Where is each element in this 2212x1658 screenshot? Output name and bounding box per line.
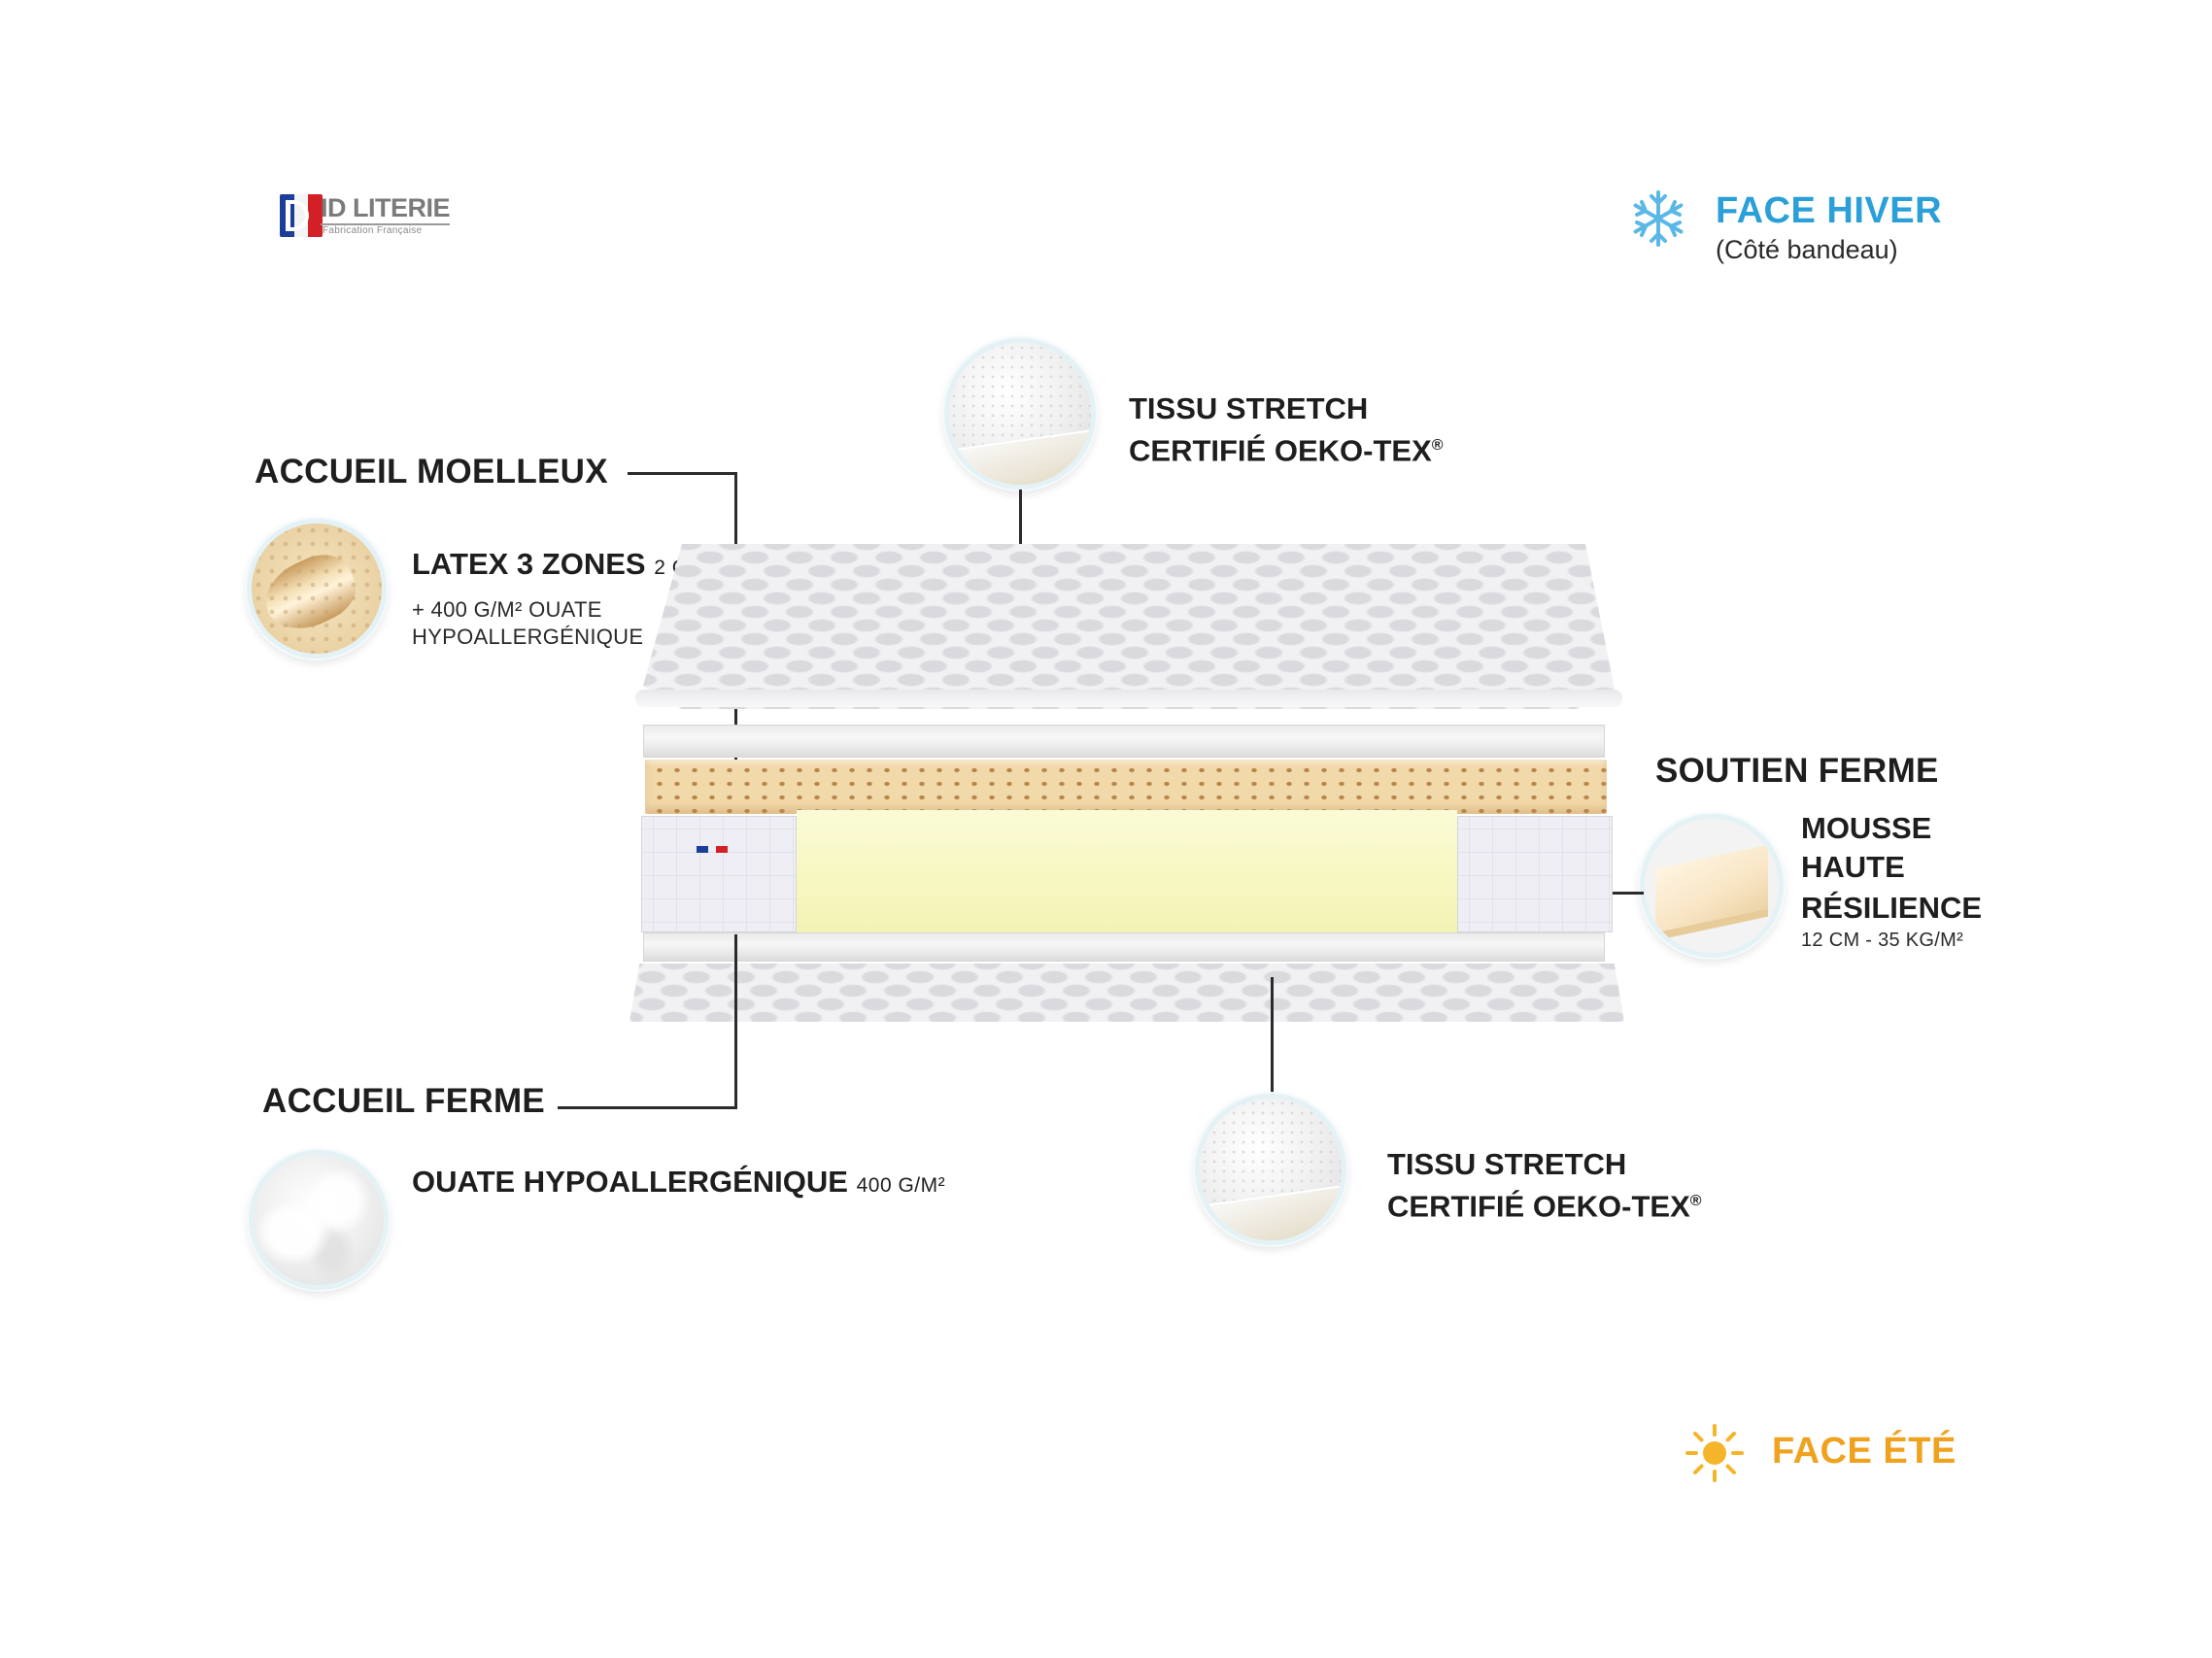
bottom-fabric-swatch: [1195, 1094, 1346, 1245]
bottom-fabric-label: TISSU STRETCH CERTIFIÉ OEKO-TEX®: [1387, 1147, 1702, 1224]
accueil-moelleux-leader-h: [628, 472, 736, 475]
brand-logo: ID LITERIE Fabrication Française: [280, 192, 464, 239]
accueil-moelleux-heading: ACCUEIL MOELLEUX: [255, 453, 608, 491]
flag-red-tag: [716, 846, 728, 853]
mattress-latex-layer: [645, 760, 1607, 814]
foam-swatch: [1640, 814, 1784, 958]
snowflake-icon: [1633, 190, 1684, 247]
winter-face-title: FACE HIVER: [1716, 190, 1943, 231]
summer-face-title: FACE ÉTÉ: [1772, 1431, 1957, 1472]
mattress-top-fiber-layer: [643, 725, 1605, 758]
latex-swatch: [247, 519, 387, 659]
foam-label: MOUSSE HAUTE RÉSILIENCE: [1801, 811, 1983, 925]
brand-name: ID LITERIE: [321, 192, 451, 225]
mattress-top-cover: [643, 544, 1615, 709]
soutien-ferme-heading: SOUTIEN FERME: [1655, 752, 1939, 790]
mattress-foam-core: [797, 810, 1457, 940]
accueil-ferme-leader-v: [734, 934, 737, 1109]
brand-tagline: Fabrication Française: [323, 225, 423, 236]
mattress-bottom-cover: [630, 964, 1624, 1022]
accueil-ferme-leader-h: [558, 1106, 737, 1109]
top-fabric-swatch: [944, 338, 1096, 490]
flag-blue-tag: [697, 846, 708, 853]
accueil-ferme-heading: ACCUEIL FERME: [262, 1082, 546, 1120]
sun-icon: [1685, 1424, 1744, 1482]
mattress-border-left: [641, 816, 797, 932]
mattress-cross-section: [622, 544, 1651, 1030]
mattress-border-right: [1457, 816, 1613, 932]
mattress-core: [641, 810, 1613, 940]
bottom-fabric-leader: [1271, 977, 1274, 1098]
french-flag-d-icon: [280, 194, 323, 237]
latex-note: + 400 G/M² OUATE HYPOALLERGÉNIQUE: [412, 597, 644, 649]
top-fabric-label: TISSU STRETCH CERTIFIÉ OEKO-TEX®: [1129, 391, 1444, 468]
winter-face-subtitle: (Côté bandeau): [1716, 235, 1898, 264]
foam-spec: 12 CM - 35 KG/M²: [1801, 930, 1964, 951]
fiber-label: OUATE HYPOALLERGÉNIQUE 400 G/M²: [412, 1165, 946, 1199]
mattress-top-cover-edge: [635, 690, 1622, 707]
fiber-swatch: [249, 1150, 389, 1290]
mattress-bottom-fiber-layer: [643, 932, 1605, 962]
